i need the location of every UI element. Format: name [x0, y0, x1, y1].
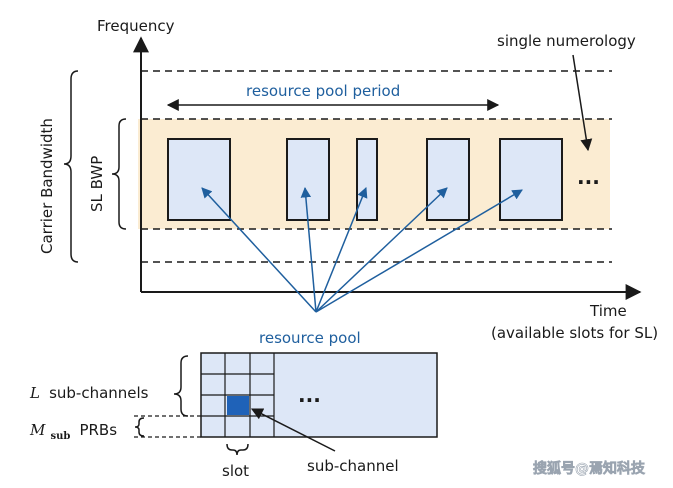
resource-pool-period-label: resource pool period	[246, 82, 400, 100]
grid-continuation-ellipsis: ...	[298, 383, 321, 407]
l-subchannels-brace	[173, 355, 189, 417]
resource-pool-pointer	[315, 187, 368, 313]
msub-brace	[134, 417, 145, 437]
time-label: Time	[589, 302, 627, 320]
slot-label: slot	[222, 462, 249, 480]
resource-pool-label: resource pool	[259, 329, 361, 347]
time-note: (available slots for SL)	[491, 324, 658, 342]
carrier-bandwidth-label: Carrier Bandwidth	[38, 118, 56, 254]
slot-brace	[226, 443, 249, 456]
subchannel-grid	[201, 353, 275, 437]
resource-pool-block	[286, 138, 330, 221]
resource-pool-pointer	[315, 189, 523, 313]
highlighted-subchannel-cell	[227, 396, 249, 415]
sl-bwp-brace	[111, 118, 127, 230]
msub-prbs-text: M sub PRBs	[29, 420, 117, 443]
single-numerology-arrow	[572, 54, 593, 152]
sl-bwp-label: SL BWP	[88, 156, 106, 212]
resource-pool-block	[499, 138, 563, 221]
single-numerology-label: single numerology	[497, 32, 636, 50]
watermark: 搜狐号@焉知科技	[533, 460, 646, 477]
resource-pool-block	[426, 138, 470, 221]
subchannel-pointer-arrow	[250, 408, 336, 452]
l-subchannels-text: L sub-channels	[29, 383, 149, 402]
resource-pool-pointer	[201, 187, 317, 313]
resource-pool-block	[356, 138, 378, 221]
frequency-label: Frequency	[97, 17, 175, 35]
carrier-bandwidth-brace	[63, 70, 79, 263]
pool-continuation-ellipsis: ...	[577, 165, 600, 189]
resource-pool-pointer	[315, 187, 448, 313]
resource-pool-pointer	[300, 186, 317, 313]
sub-channel-label: sub-channel	[307, 457, 399, 475]
